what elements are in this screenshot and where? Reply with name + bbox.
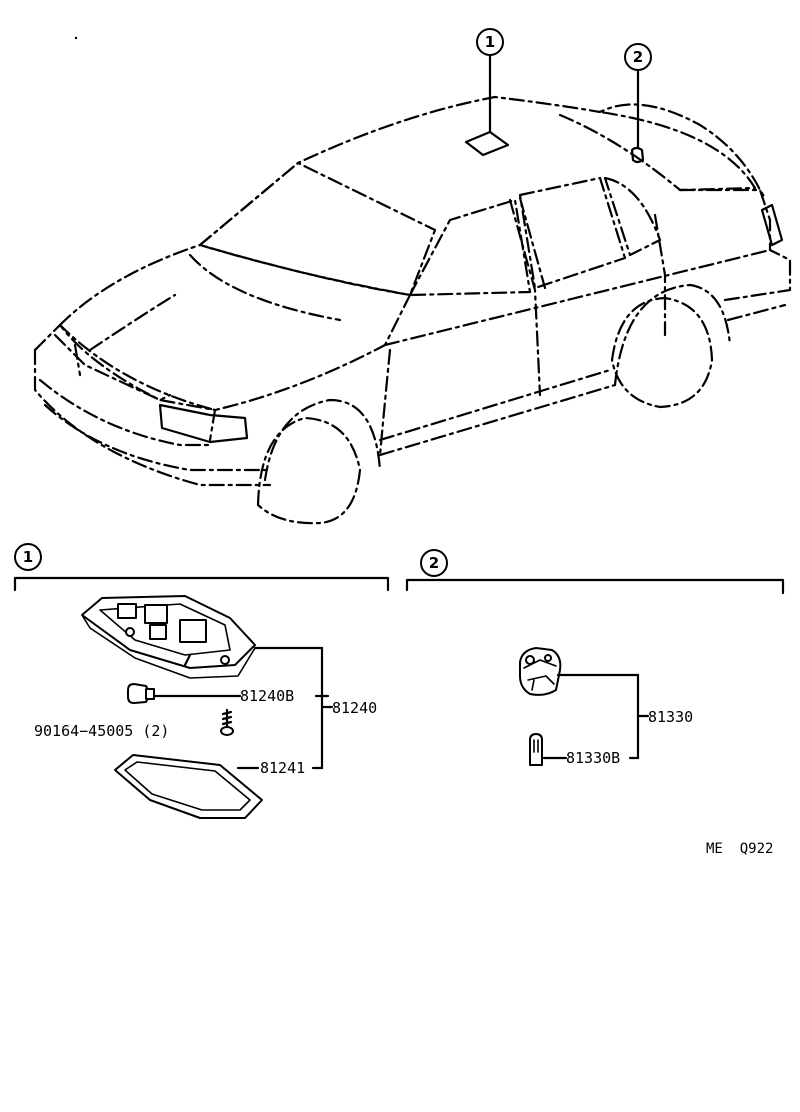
car-rear-window (558, 110, 757, 192)
dome-lamp-bulb: 81240B (127, 683, 294, 705)
car-front-fascia (33, 323, 217, 442)
car-illustration (33, 36, 792, 525)
socket-body (519, 647, 562, 696)
car-front-door-line (378, 348, 392, 457)
dome-lamp-lens: 81241 (114, 754, 305, 819)
car-rear-wheel (610, 296, 714, 409)
car-dome-lamp-marker (464, 130, 510, 157)
bulb-code-81240b: 81240B (240, 687, 294, 705)
dome-lamp-socket-a (144, 604, 168, 624)
section-1-bracket (13, 576, 390, 592)
car-front-door-window (408, 198, 532, 297)
luggage-lamp-bulb: 81330B (529, 733, 620, 767)
car-side-upper (383, 248, 772, 347)
callout-1-number: 1 (485, 33, 495, 51)
lens-outer (114, 754, 263, 819)
car-tail-light (760, 203, 784, 247)
car-grille (53, 333, 172, 402)
car-hood (58, 243, 412, 412)
car-roof-outline (198, 95, 767, 247)
callout-1: 1 (476, 28, 504, 56)
dome-lamp-housing-side (81, 614, 256, 679)
assembly-code-81240: 81240 (332, 699, 377, 717)
section-2-circle (420, 549, 448, 577)
dome-lamp-socket-b (179, 619, 207, 643)
section-1: 1 81240B 90164−45005 (2) (13, 543, 390, 819)
assembly-code-81330: 81330 (648, 708, 693, 726)
section-2-bracket (405, 578, 785, 595)
screw-thread (221, 708, 233, 729)
dome-lamp-screw-hole-2 (220, 655, 230, 665)
section-2: 2 81330B 81330 (405, 549, 785, 767)
car-grille-2 (73, 343, 82, 377)
car-quarter-window (603, 176, 662, 257)
section-1-number: 1 (23, 548, 33, 566)
dome-lamp-switch (117, 603, 137, 619)
car-hood-crease-2 (88, 293, 177, 352)
car-rear-bumper (723, 248, 792, 302)
screw-code: 90164−45005 (2) (34, 722, 169, 740)
car-front-bumper (33, 348, 272, 487)
callout-2: 2 (624, 43, 652, 71)
callout-2-number: 2 (633, 48, 643, 66)
luggage-lamp-socket (519, 647, 640, 696)
car-b-pillar-2 (518, 196, 547, 290)
car-rear-door-window (518, 176, 627, 290)
bulb-code-81330b: 81330B (566, 749, 620, 767)
car-front-wheel (256, 416, 362, 525)
lens-inner (124, 761, 251, 811)
assembly-81240-bracket: 81240 (253, 646, 377, 770)
callout-1-circle (476, 28, 504, 56)
car-luggage-lamp-marker (630, 146, 645, 164)
socket-detail (523, 659, 557, 691)
section-1-circle (14, 543, 42, 571)
car-rear-door-line (653, 213, 667, 337)
diagram-code: ME Q922 (706, 841, 773, 857)
car-side-sill (378, 368, 612, 442)
car-headlight (158, 403, 249, 444)
socket-terminal-1 (525, 655, 535, 665)
car-b-pillar (508, 198, 542, 397)
socket-terminal-2 (544, 654, 552, 662)
car-rear-wheel-arch (613, 283, 732, 387)
dome-lamp-screw-hole-1 (125, 627, 135, 637)
dome-lamp-terminal (149, 624, 167, 640)
wedge-bulb (529, 733, 543, 766)
car-side-lower (378, 383, 617, 457)
assembly-81330-bracket: 81330 (628, 673, 693, 760)
dome-lamp-detail (183, 653, 192, 667)
section-2-number: 2 (429, 554, 439, 572)
dome-lamp-inner (99, 603, 231, 656)
car-front-bumper-3 (38, 378, 212, 447)
lens-code-81241: 81241 (260, 759, 305, 777)
callout-2-circle (624, 43, 652, 71)
stray-dot (74, 36, 78, 40)
dome-lamp-assembly (81, 595, 256, 679)
car-hood-crease (188, 253, 342, 322)
car-front-wheel-arch (263, 398, 382, 482)
bulb-base (145, 688, 155, 700)
car-rear-bumper-2 (726, 303, 787, 322)
screw-head (220, 726, 234, 736)
car-trunk (678, 188, 772, 252)
car-front-bumper-2 (43, 403, 267, 472)
mounting-screw: 90164−45005 (2) (34, 708, 234, 740)
